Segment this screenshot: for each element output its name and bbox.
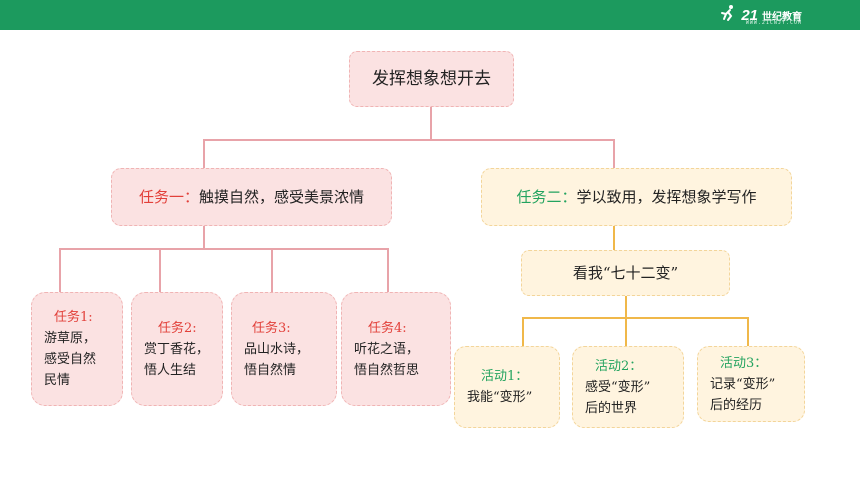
task1-branch [59, 248, 389, 292]
subtask-3-head: 任务3: [252, 320, 291, 336]
task2-topic-text: 看我“七十二变” [572, 264, 679, 282]
header-bar [0, 0, 860, 30]
activity-3-head: 活动3： [720, 355, 768, 371]
task2-prefix: 任务二： [516, 188, 577, 206]
activity-3-line-1: 记录“变形” [710, 376, 776, 392]
subtask-card-4: 任务4: 听花之语， 悟自然哲思 [341, 292, 451, 406]
task1-node: 任务一：触摸自然，感受美景浓情 [111, 168, 392, 226]
subtask-1-line-2: 感受自然 [44, 352, 97, 367]
subtask-4-line-1: 听花之语， [354, 341, 420, 357]
site-logo: 21 世纪教育 [719, 4, 802, 26]
logo-url: WWW.21CNJY.COM [745, 20, 802, 26]
subtask-2-head: 任务2: [158, 320, 197, 336]
subtask-4-line-2: 悟自然哲思 [354, 362, 420, 378]
activity-3-line-2: 后的经历 [710, 397, 763, 413]
task1-text: 触摸自然，感受美景浓情 [199, 188, 365, 206]
subtask-1-line-1: 游草原， [44, 331, 97, 346]
task2-node: 任务二：学以致用，发挥想象学写作 [481, 168, 792, 226]
task1-prefix: 任务一： [138, 188, 199, 206]
task2-topic-node: 看我“七十二变” [521, 250, 730, 296]
subtask-1-line-3: 民情 [44, 373, 71, 388]
activity-2-line-1: 感受“变形” [585, 379, 651, 395]
root-node: 发挥想象想开去 [349, 51, 514, 107]
activity-2-line-2: 后的世界 [585, 400, 638, 416]
activity-card-1: 活动1： 我能“变形” [454, 346, 560, 428]
logo-text: 世纪教育 [762, 11, 802, 23]
subtask-card-2: 任务2: 赏丁香花， 悟人生结 [131, 292, 223, 406]
subtask-2-line-2: 悟人生结 [144, 362, 197, 378]
activity-1-head: 活动1： [481, 369, 529, 384]
subtask-1-head: 任务1: [54, 310, 93, 325]
subtask-2-line-1: 赏丁香花， [144, 341, 210, 357]
subtask-4-head: 任务4: [368, 320, 407, 336]
topic-branch [522, 317, 749, 346]
activity-card-2: 活动2： 感受“变形” 后的世界 [572, 346, 684, 428]
runner-icon [719, 4, 737, 26]
subtask-card-3: 任务3: 品山水诗， 悟自然情 [231, 292, 337, 406]
subtask-3-line-2: 悟自然情 [244, 362, 297, 378]
activity-2-head: 活动2： [595, 358, 643, 374]
root-branch [203, 139, 615, 168]
subtask-3-line-1: 品山水诗， [244, 341, 310, 357]
subtask-card-1: 任务1: 游草原， 感受自然 民情 [31, 292, 123, 406]
logo-mark: 21 [741, 6, 758, 24]
task2-text: 学以致用，发挥想象学写作 [576, 188, 757, 206]
root-title: 发挥想象想开去 [372, 69, 491, 89]
activity-card-3: 活动3： 记录“变形” 后的经历 [697, 346, 805, 422]
activity-1-line-1: 我能“变形” [467, 390, 533, 405]
